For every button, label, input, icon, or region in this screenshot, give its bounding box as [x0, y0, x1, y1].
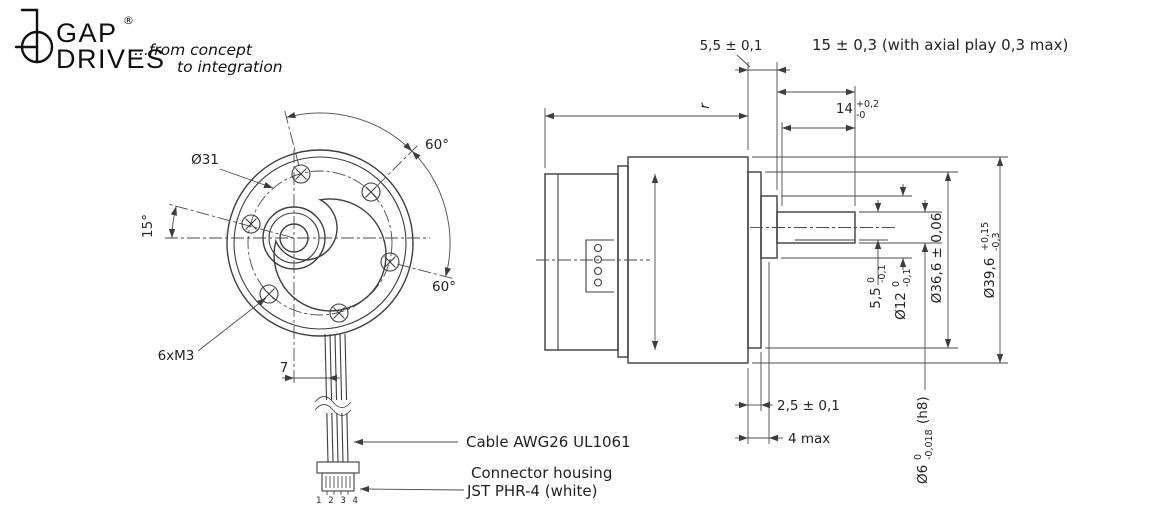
dim-arc-15	[168, 206, 177, 239]
dim-15-text: 15 ± 0,3 (with axial play 0,3 max)	[812, 36, 1068, 54]
svg-text:-0,3: -0,3	[991, 232, 1002, 251]
svg-text:-0,1: -0,1	[902, 268, 913, 287]
svg-text:-0,1: -0,1	[877, 264, 888, 283]
dim-39.6-text: Ø39,6 +0,15 -0,3	[980, 222, 1002, 298]
dim-arc-60-bottom	[411, 150, 452, 277]
registered-trademark: ®	[123, 14, 134, 27]
cable-wires	[324, 333, 349, 463]
side-view: 5,5 ± 0,1 15 ± 0,3 (with axial play 0,3 …	[536, 36, 1068, 484]
svg-text:Ø6: Ø6	[915, 465, 931, 484]
leader-6xM3	[197, 297, 267, 352]
dim-12-text: Ø12 0 -0,1	[891, 268, 913, 319]
dim-5.5-text: 5,5 ± 0,1	[700, 38, 763, 54]
svg-text:-0: -0	[856, 110, 865, 121]
dim-14-text: 14 +0,2 -0	[836, 99, 879, 121]
radial-reference-line	[396, 263, 456, 280]
radial-reference-line	[283, 107, 300, 167]
pilot-spigot	[747, 171, 762, 349]
pin-numbers: 1 2 3 4	[316, 496, 360, 506]
svg-text:0: 0	[866, 277, 877, 283]
connector-pocket	[585, 239, 614, 293]
svg-text:5,5: 5,5	[868, 287, 884, 308]
svg-text:(h8): (h8)	[915, 396, 931, 424]
connector-pins-side	[593, 243, 603, 287]
dim-5.5-flat-text: 5,5 0 -0,1	[866, 264, 888, 308]
shaft-boss	[760, 195, 778, 259]
dim-6xM3-text: 6xM3	[158, 348, 195, 364]
leader-connector-label	[359, 485, 465, 493]
dim-15deg-text: 15°	[140, 214, 156, 238]
dim-r-text: r	[697, 102, 713, 109]
dim-5.5-leader	[736, 54, 751, 68]
logo: GAP DRIVES ® ...from concept to integrat…	[14, 8, 283, 76]
flange-circle	[233, 156, 407, 330]
dim-2.5-text: 2,5 ± 0,1	[777, 398, 840, 414]
svg-text:Ø12: Ø12	[893, 292, 909, 320]
svg-text:0: 0	[891, 281, 902, 287]
logo-tagline-line2: to integration	[177, 58, 283, 76]
front-view: Ø31 15° 60° 60° 6xM3 7 Cable AWG26 UL106…	[140, 107, 631, 506]
mounting-hole	[329, 303, 349, 323]
dim-7-text: 7	[280, 360, 289, 376]
dim-arc-60-top	[286, 111, 413, 152]
dim-bolt-circle-dia-text: Ø31	[191, 152, 219, 168]
dim-60deg-top-text: 60°	[425, 137, 449, 153]
dim-6-text: Ø6 0 -0,018 (h8)	[913, 396, 935, 484]
leader-bolt-circle	[219, 168, 274, 189]
connector-label-line1: Connector housing	[471, 464, 612, 482]
joint-ring	[617, 165, 629, 358]
cable-label: Cable AWG26 UL1061	[466, 433, 631, 451]
rear-housing	[544, 173, 619, 351]
svg-text:14: 14	[836, 101, 853, 117]
svg-text:+0,15: +0,15	[980, 222, 991, 251]
mounting-hole	[291, 164, 311, 184]
bolt-circle	[247, 170, 393, 316]
dim-36.6-text: Ø36,6 ± 0,06	[929, 213, 945, 304]
dim-60deg-bottom-text: 60°	[432, 279, 456, 295]
mounting-hole	[241, 214, 261, 234]
cable-break-symbol	[314, 396, 352, 416]
connector-label-line2: JST PHR-4 (white)	[466, 482, 598, 500]
svg-text:Ø39,6: Ø39,6	[982, 258, 998, 299]
radial-reference-line	[376, 143, 420, 187]
connector-pin-hatch	[325, 476, 351, 488]
logo-tagline-line1: ...from concept	[134, 41, 253, 59]
mounting-hole	[380, 252, 400, 272]
connector	[316, 461, 360, 495]
eccentric-crescent-cutout	[273, 198, 387, 312]
logo-name-line2: DRIVES	[56, 44, 166, 74]
svg-text:-0,018: -0,018	[924, 429, 935, 460]
svg-text:0: 0	[913, 454, 924, 460]
logo-mark	[14, 8, 54, 64]
logo-name-line1: GAP	[56, 18, 118, 48]
dim-4max-text: 4 max	[788, 431, 830, 447]
svg-text:+0,2: +0,2	[856, 99, 879, 110]
connector-pin-ticks	[326, 491, 349, 495]
